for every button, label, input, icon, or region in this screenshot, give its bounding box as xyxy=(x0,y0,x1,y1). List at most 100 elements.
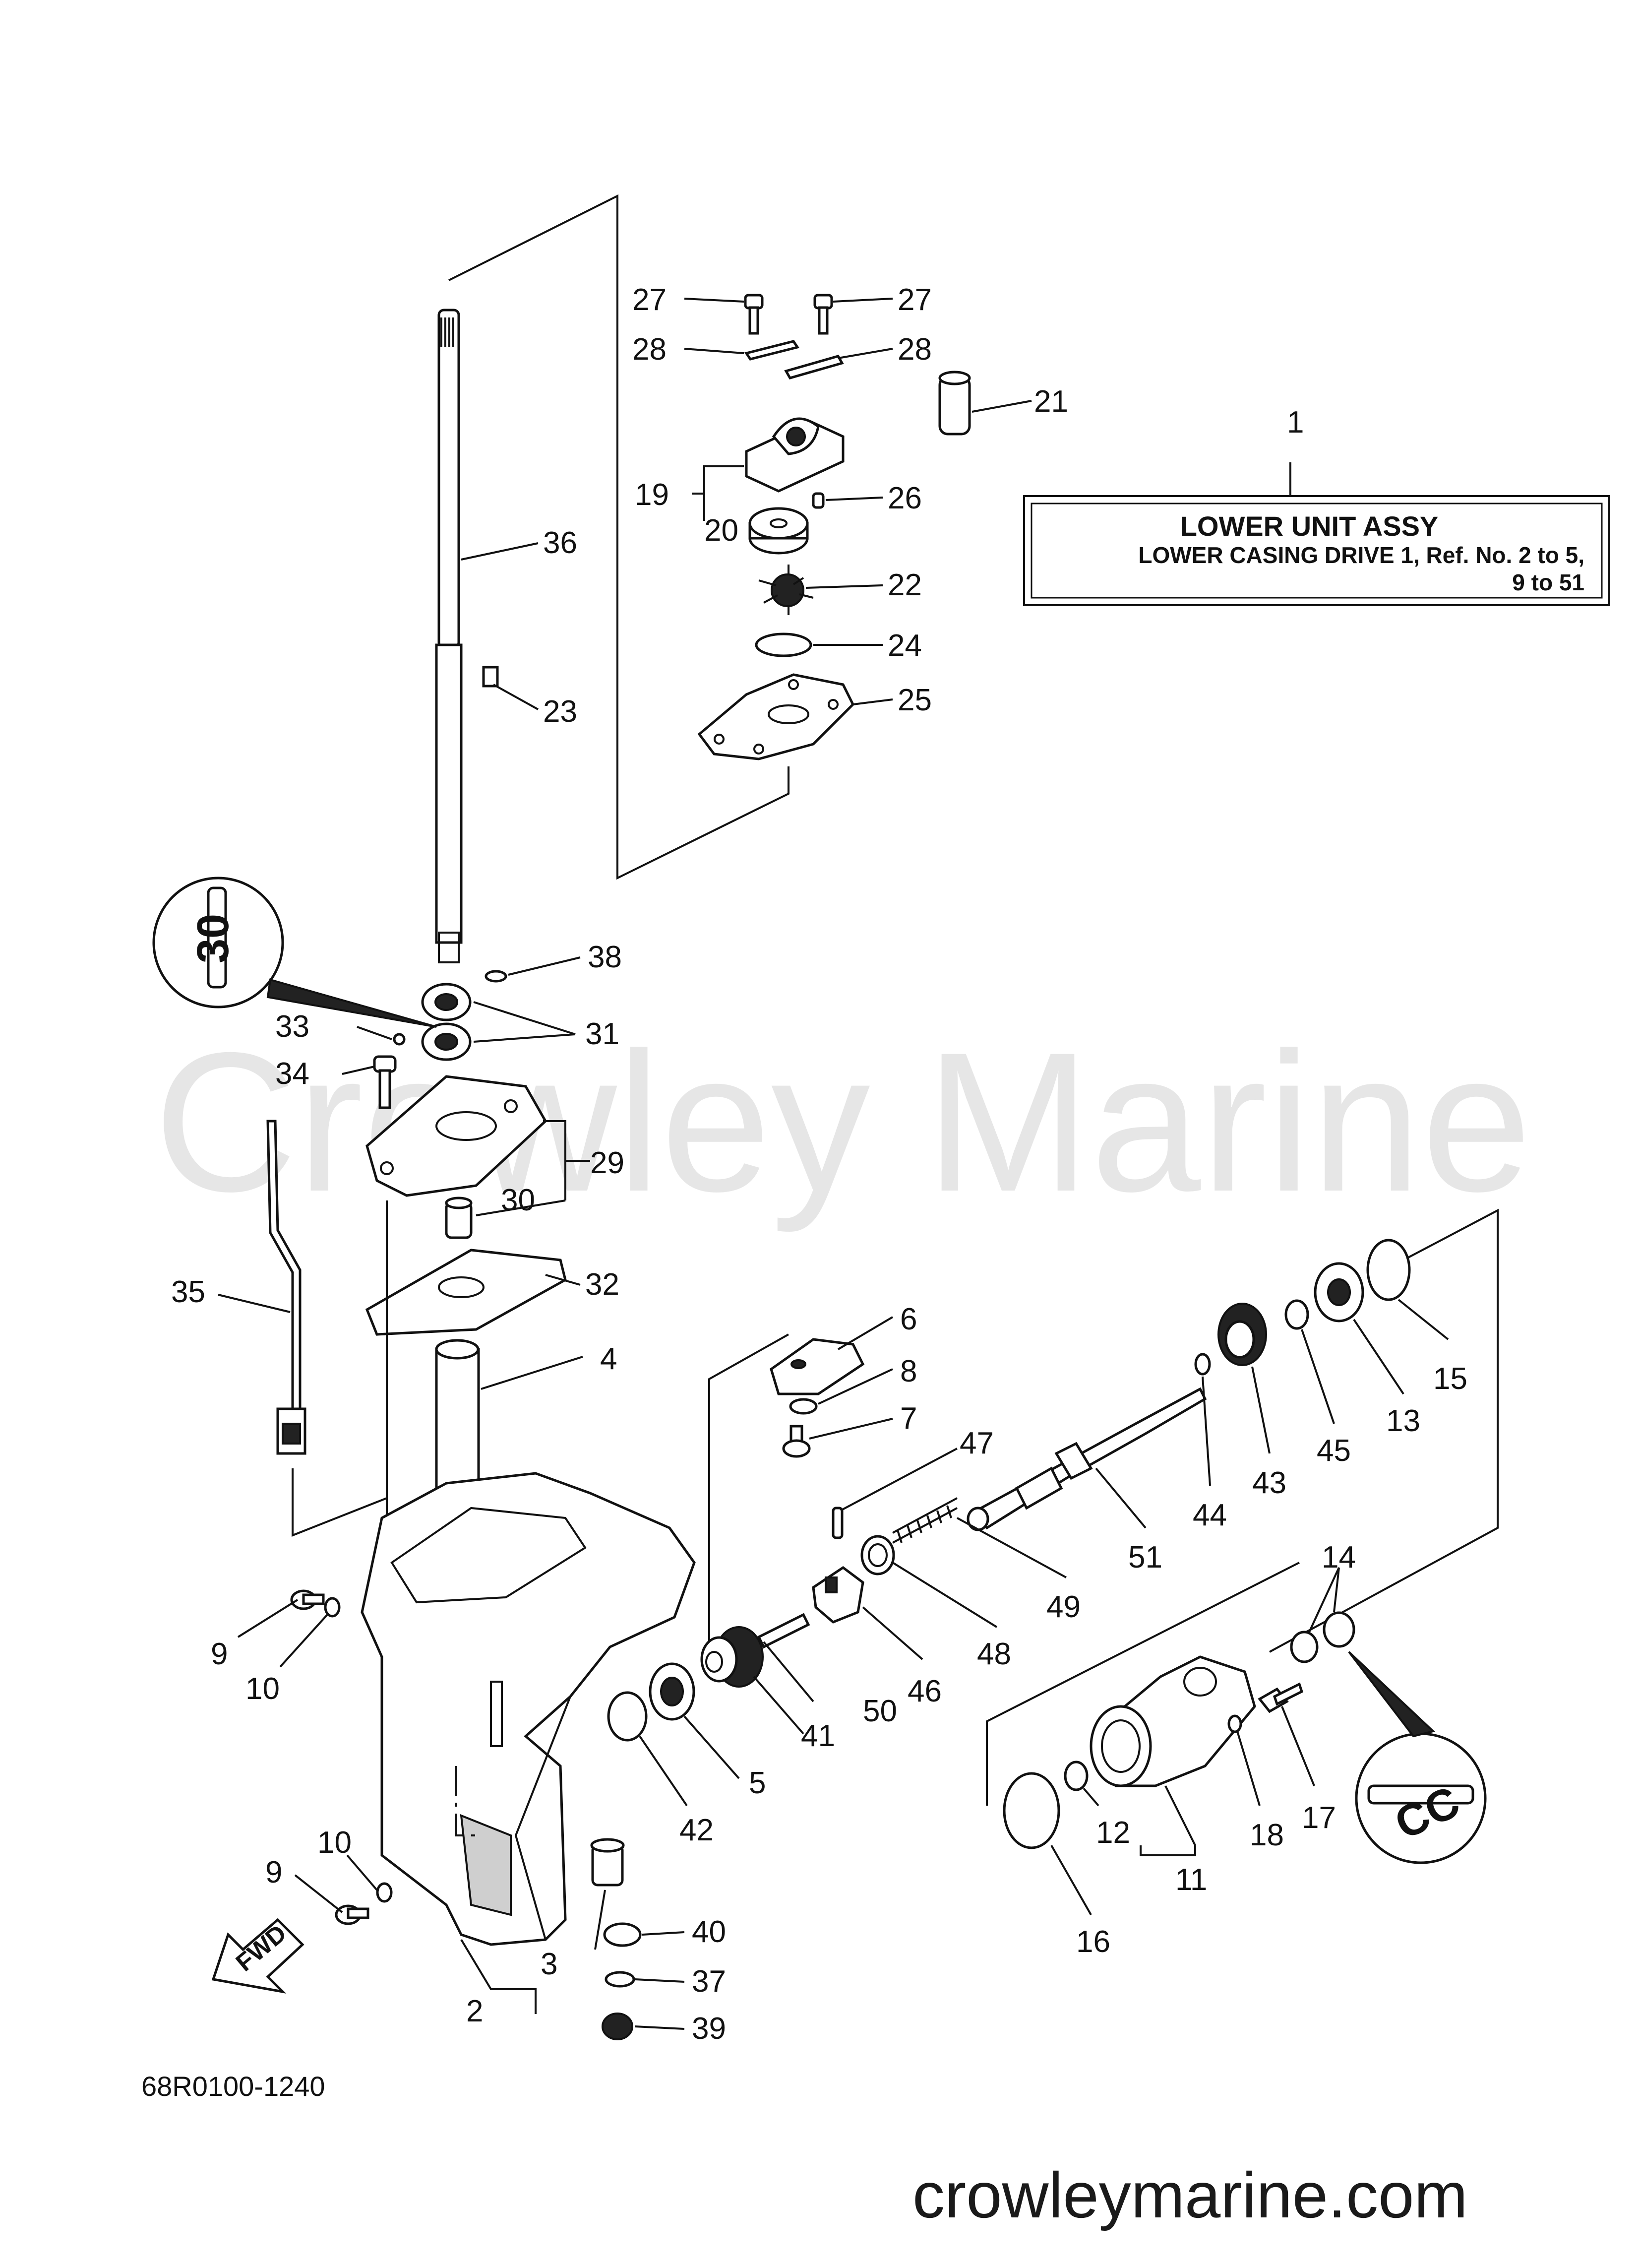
bolt-9-upper xyxy=(290,1589,325,1610)
figure-number: 68R0100-1240 xyxy=(141,2071,325,2102)
callout-13: 13 xyxy=(1386,1404,1420,1438)
pump-case xyxy=(745,417,845,493)
callout-41: 41 xyxy=(801,1719,835,1753)
pin-47 xyxy=(832,1507,844,1539)
anode-6 xyxy=(770,1338,865,1395)
callout-18: 18 xyxy=(1250,1818,1284,1852)
fwd-arrow: FWD xyxy=(211,1918,304,1994)
gear-case-bracket-outline xyxy=(708,1208,1499,1653)
callout-numbers: 27 27 28 28 21 19 26 20 22 24 25 36 23 3… xyxy=(171,283,1467,2046)
collar-30 xyxy=(445,1197,473,1239)
callout-9b: 9 xyxy=(265,1855,282,1890)
callout-5: 5 xyxy=(749,1766,766,1800)
callout-11: 11 xyxy=(1175,1863,1207,1897)
shift-rod xyxy=(266,1120,306,1455)
callout-47: 47 xyxy=(960,1426,994,1460)
part-box-line1: LOWER CASING DRIVE 1, Ref. No. 2 to 5, xyxy=(1138,542,1584,568)
bushing-12 xyxy=(1064,1761,1089,1791)
washer-10-lower xyxy=(376,1882,393,1903)
grease-seal-inset-30: 30 xyxy=(152,877,437,1028)
callout-43: 43 xyxy=(1252,1466,1286,1500)
callout-42: 42 xyxy=(679,1813,714,1847)
callout-8: 8 xyxy=(900,1354,917,1388)
pin-50 xyxy=(757,1613,810,1649)
clutch-46 xyxy=(812,1566,864,1624)
bearing-13 xyxy=(1314,1262,1364,1323)
callout-28b: 28 xyxy=(898,332,932,367)
o-ring-24 xyxy=(755,632,812,657)
bolt-9-lower xyxy=(335,1904,369,1925)
reverse-gear-43 xyxy=(1217,1303,1267,1366)
plate-28-right xyxy=(784,355,844,379)
bolt-27-left xyxy=(744,294,764,335)
shim-44 xyxy=(1194,1353,1211,1376)
ball-33 xyxy=(393,1033,406,1046)
bearing-31-upper xyxy=(421,983,472,1021)
callout-35: 35 xyxy=(171,1275,205,1309)
water-tube-grommet xyxy=(938,371,971,436)
callout-20: 20 xyxy=(704,513,738,548)
callout-24: 24 xyxy=(888,629,922,663)
callout-7: 7 xyxy=(900,1401,917,1436)
callout-49: 49 xyxy=(1046,1590,1081,1624)
washer-18 xyxy=(1227,1714,1242,1733)
nut-39 xyxy=(602,2013,633,2040)
callout-32: 32 xyxy=(585,1267,619,1302)
bolt-7 xyxy=(782,1425,811,1458)
callout-27a: 27 xyxy=(632,283,667,317)
callout-39: 39 xyxy=(692,2012,726,2046)
callout-9a: 9 xyxy=(211,1637,228,1671)
callout-50: 50 xyxy=(863,1694,897,1728)
lower-casing xyxy=(361,1472,696,1946)
bolt-34 xyxy=(373,1055,397,1109)
clip-37 xyxy=(605,1971,635,1988)
bearing-31-lower xyxy=(421,1022,472,1061)
callout-36: 36 xyxy=(543,526,577,560)
callout-38: 38 xyxy=(588,940,622,974)
callout-33: 33 xyxy=(275,1009,309,1044)
callout-17: 17 xyxy=(1302,1801,1336,1835)
callout-23: 23 xyxy=(543,694,577,729)
shim-45 xyxy=(1284,1299,1309,1330)
callout-29: 29 xyxy=(590,1146,624,1180)
callout-44: 44 xyxy=(1193,1498,1227,1532)
drive-shaft xyxy=(435,309,463,963)
callout-22: 22 xyxy=(888,568,922,602)
callout-3: 3 xyxy=(541,1947,557,1981)
callout-16: 16 xyxy=(1076,1925,1110,1959)
callout-51: 51 xyxy=(1128,1540,1162,1575)
shaft-key xyxy=(482,666,499,688)
callout-12: 12 xyxy=(1096,1816,1130,1850)
seal-label-30: 30 xyxy=(188,914,238,963)
washer-40 xyxy=(603,1922,642,1947)
shim-42 xyxy=(607,1691,648,1742)
callout-40: 40 xyxy=(692,1915,726,1949)
part-box-line2: 9 to 51 xyxy=(1512,569,1584,595)
grease-seal-inset-cc: CC xyxy=(1348,1651,1487,1864)
leader-lines xyxy=(218,298,1449,2030)
bearing-5 xyxy=(649,1662,695,1721)
forward-gear-41 xyxy=(700,1626,764,1688)
callout-34: 34 xyxy=(275,1057,309,1091)
callout-21: 21 xyxy=(1034,384,1068,419)
callout-2: 2 xyxy=(466,1994,483,2028)
callout-45: 45 xyxy=(1317,1434,1351,1468)
part-box-callout: 1 xyxy=(1287,405,1304,440)
callout-10b: 10 xyxy=(317,1826,352,1860)
callout-37: 37 xyxy=(692,1964,726,1999)
callout-27b: 27 xyxy=(898,283,932,317)
callout-19: 19 xyxy=(635,478,669,512)
circlip xyxy=(485,970,507,983)
gasket-32 xyxy=(365,1249,567,1336)
bushing-14 xyxy=(1290,1611,1355,1663)
callout-6: 6 xyxy=(900,1302,917,1336)
spring-49 xyxy=(892,1497,958,1544)
callout-48: 48 xyxy=(977,1637,1011,1671)
callout-46: 46 xyxy=(908,1674,942,1708)
part-48 xyxy=(860,1535,895,1575)
callout-26: 26 xyxy=(888,481,922,515)
bushing-3 xyxy=(590,1838,625,1887)
o-ring-16 xyxy=(1003,1772,1060,1849)
